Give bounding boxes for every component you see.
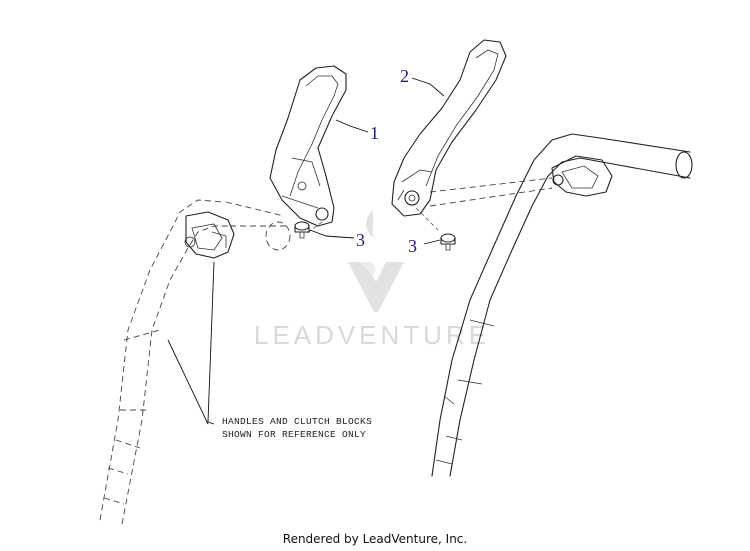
leader-part-2 bbox=[411, 77, 445, 97]
footer-credit: Rendered by LeadVenture, Inc. bbox=[282, 532, 468, 546]
callout-part-3-left: 3 bbox=[356, 230, 365, 250]
note-line-1: HANDLES AND CLUTCH BLOCKS bbox=[222, 416, 372, 427]
alignment-line-lower bbox=[429, 187, 553, 207]
leader-part-3-left bbox=[309, 229, 355, 239]
part-1-handle-cover bbox=[269, 65, 347, 235]
callout-part-1: 1 bbox=[370, 123, 379, 143]
watermark-text: LEADVENTURE bbox=[254, 320, 490, 350]
part-2-handle-cover bbox=[391, 39, 507, 231]
part-3-screw-right bbox=[440, 233, 456, 251]
leader-part-3-right bbox=[423, 239, 441, 245]
alignment-line-upper bbox=[429, 177, 553, 193]
watermark: LEADVENTURE bbox=[254, 210, 490, 350]
note-leader-1 bbox=[207, 261, 215, 425]
note-leader-2 bbox=[167, 339, 209, 425]
callout-part-2: 2 bbox=[400, 66, 409, 86]
leader-part-1 bbox=[335, 119, 369, 133]
right-handle-assembly bbox=[431, 133, 693, 477]
left-handle-assembly bbox=[99, 199, 291, 525]
left-clutch-block bbox=[184, 211, 235, 259]
note-line-2: SHOWN FOR REFERENCE ONLY bbox=[222, 429, 366, 440]
right-clutch-block bbox=[551, 155, 613, 197]
callout-part-3-right: 3 bbox=[408, 236, 417, 256]
reference-note: HANDLES AND CLUTCH BLOCKS SHOWN FOR REFE… bbox=[222, 416, 372, 440]
watermark-logo-icon bbox=[348, 210, 404, 312]
part-3-screw-left bbox=[294, 221, 310, 239]
